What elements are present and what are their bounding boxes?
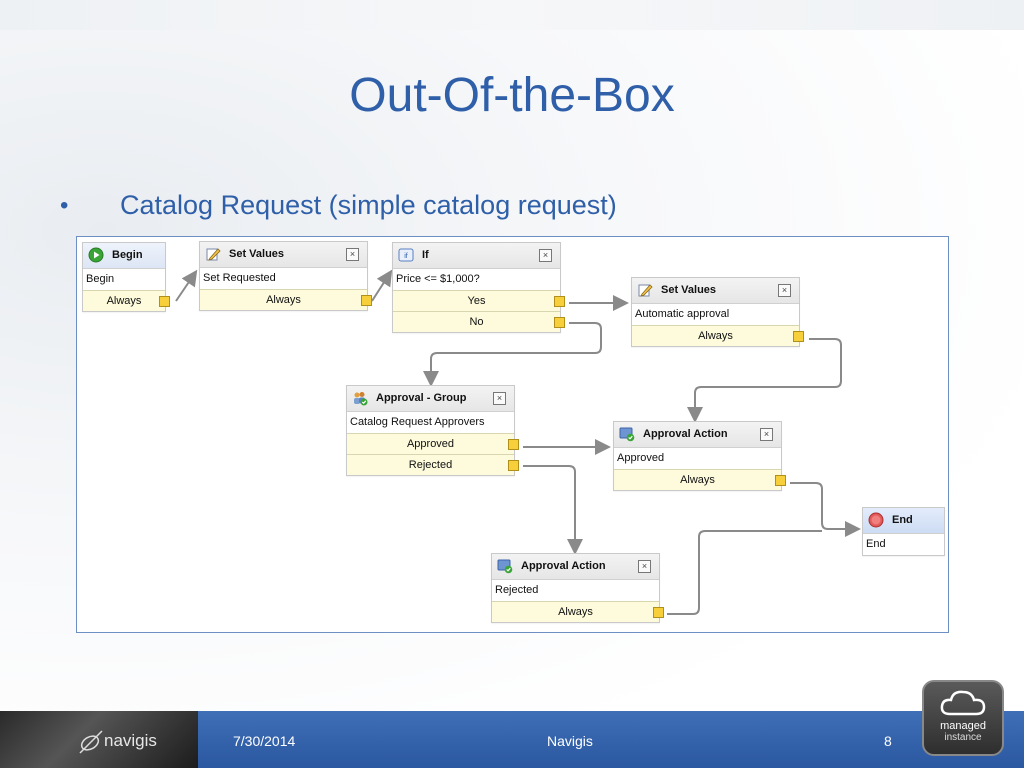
output-rejected[interactable]: Rejected — [347, 454, 519, 475]
bullet-text: Catalog Request (simple catalog request) — [120, 190, 617, 220]
output-approved[interactable]: Approved — [347, 433, 519, 454]
node-title: Set Values — [229, 248, 285, 260]
end-node[interactable]: End End — [862, 507, 945, 556]
output-port[interactable] — [508, 439, 519, 450]
stop-icon — [868, 512, 884, 528]
output-port[interactable] — [653, 607, 664, 618]
pencil-icon — [638, 284, 653, 297]
node-description: Approved — [617, 452, 665, 464]
approval-group-node[interactable]: Approval - Group × Catalog Request Appro… — [346, 385, 519, 476]
output-no[interactable]: No — [393, 311, 565, 332]
slide-footer: navigis 7/30/2014 Navigis 8 — [0, 711, 1024, 768]
node-title: End — [892, 514, 913, 526]
node-description: Rejected — [495, 584, 539, 596]
footer-logo-area: navigis — [0, 711, 198, 768]
badge-line-2: instance — [944, 732, 982, 743]
output-port[interactable] — [793, 331, 804, 342]
navigis-logo-text: navigis — [104, 731, 157, 750]
output-always[interactable]: Always — [614, 469, 786, 490]
output-port[interactable] — [554, 317, 565, 328]
wire-setvalues-to-if — [371, 269, 393, 302]
output-port[interactable] — [554, 296, 565, 307]
workflow-diagram: Begin Begin Always Set Values × Set Requ… — [76, 236, 949, 633]
output-port[interactable] — [159, 296, 170, 307]
if-icon: if — [398, 248, 414, 262]
node-title: Approval - Group — [376, 392, 467, 404]
wire-rejected-to-approval-action2 — [523, 465, 583, 555]
play-icon — [88, 247, 104, 263]
output-yes[interactable]: Yes — [393, 290, 565, 311]
set-values-node[interactable]: Set Values × Set Requested Always — [199, 241, 372, 311]
group-approval-icon — [354, 392, 368, 406]
cloud-icon — [940, 690, 986, 716]
node-title: Approval Action — [521, 560, 606, 572]
svg-text:if: if — [404, 253, 408, 260]
output-always[interactable]: Always — [492, 601, 664, 622]
approval-action-icon — [497, 559, 513, 574]
output-always[interactable]: Always — [200, 289, 372, 310]
output-always[interactable]: Always — [632, 325, 804, 346]
begin-node[interactable]: Begin Begin Always — [82, 242, 170, 312]
set-values-node[interactable]: Set Values × Automatic approval Always — [631, 277, 804, 347]
output-always[interactable]: Always — [83, 290, 170, 311]
output-port[interactable] — [508, 460, 519, 471]
approval-action-icon — [619, 427, 635, 442]
wire-approval-action1-to-end — [790, 482, 861, 537]
if-node[interactable]: if If × Price <= $1,000? Yes No — [392, 242, 565, 333]
approval-action-node[interactable]: Approval Action × Rejected Always — [491, 553, 664, 623]
node-description: Price <= $1,000? — [396, 273, 480, 285]
close-icon[interactable]: × — [493, 392, 506, 405]
top-band — [0, 0, 1024, 30]
close-icon[interactable]: × — [760, 428, 773, 441]
footer-company: Navigis — [547, 733, 593, 749]
navigis-logo-icon — [79, 730, 103, 754]
node-description: Set Requested — [203, 272, 276, 284]
page-number: 8 — [884, 733, 892, 749]
node-description: End — [866, 538, 886, 550]
bullet-symbol: • — [60, 192, 69, 219]
close-icon[interactable]: × — [638, 560, 651, 573]
node-title: Approval Action — [643, 428, 728, 440]
node-title: Begin — [112, 249, 143, 261]
pencil-icon — [206, 248, 221, 261]
footer-date: 7/30/2014 — [233, 733, 296, 749]
wire-begin-to-setvalues — [175, 269, 198, 302]
managed-instance-badge: managed instance — [922, 680, 1004, 756]
node-description: Begin — [86, 273, 115, 285]
wire-setvalues2-to-approval-action1 — [687, 338, 842, 423]
node-title: Set Values — [661, 284, 717, 296]
close-icon[interactable]: × — [778, 284, 791, 297]
wire-no-to-approval-group — [423, 322, 602, 387]
wire-approval-action2-to-end — [667, 530, 822, 615]
node-title: If — [422, 249, 429, 261]
node-description: Automatic approval — [635, 308, 730, 320]
close-icon[interactable]: × — [346, 248, 359, 261]
output-port[interactable] — [775, 475, 786, 486]
slide-title: Out-Of-the-Box — [349, 69, 675, 122]
badge-line-1: managed — [940, 720, 986, 732]
node-description: Catalog Request Approvers — [350, 416, 485, 428]
close-icon[interactable]: × — [539, 249, 552, 262]
approval-action-node[interactable]: Approval Action × Approved Always — [613, 421, 786, 491]
output-port[interactable] — [361, 295, 372, 306]
workflow-connectors — [175, 269, 861, 615]
